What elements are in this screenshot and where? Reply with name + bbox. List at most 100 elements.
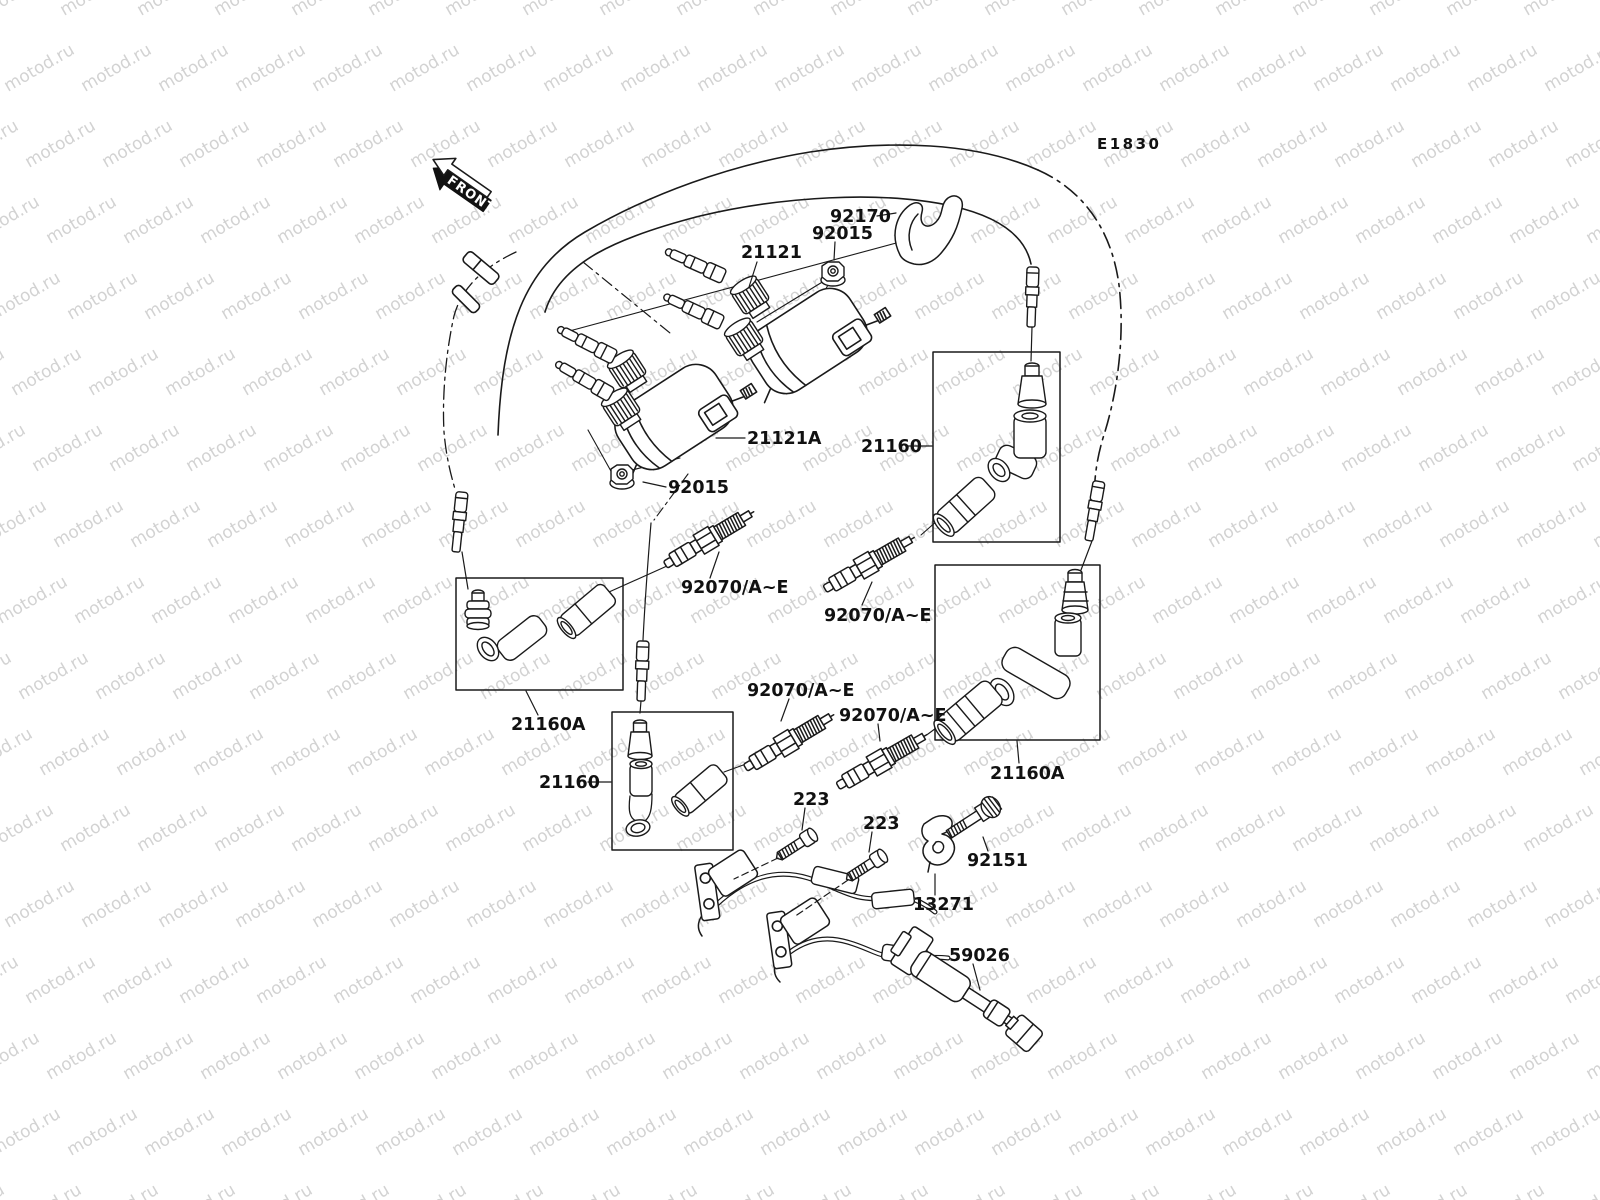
watermark-text: motod.ru bbox=[1436, 496, 1514, 552]
watermark-text: motod.ru bbox=[1191, 724, 1269, 780]
watermark-text: motod.ru bbox=[225, 572, 303, 628]
watermark-text: motod.ru bbox=[1338, 420, 1416, 476]
watermark-text: motod.ru bbox=[1324, 648, 1402, 704]
label-pickup-cable: 59026 bbox=[949, 946, 1010, 966]
watermark-text: motod.ru bbox=[1387, 40, 1465, 96]
watermark-text: motod.ru bbox=[1, 40, 79, 96]
watermark-text: motod.ru bbox=[1107, 420, 1185, 476]
clamp-bracket bbox=[921, 815, 956, 873]
watermark-text: motod.ru bbox=[1163, 344, 1241, 400]
watermark-text: motod.ru bbox=[365, 0, 443, 20]
watermark-text: motod.ru bbox=[246, 648, 324, 704]
watermark-text: motod.ru bbox=[1289, 0, 1367, 20]
watermark-text: motod.ru bbox=[1303, 572, 1381, 628]
label-nut-lower: 92015 bbox=[668, 478, 729, 498]
watermark-text: motod.ru bbox=[771, 40, 849, 96]
watermark-text: motod.ru bbox=[0, 724, 36, 780]
watermark-text: motod.ru bbox=[0, 572, 71, 628]
watermark-text: motod.ru bbox=[211, 800, 289, 856]
watermark-text: motod.ru bbox=[1443, 800, 1521, 856]
label-cap-box-right: 21160 bbox=[861, 437, 922, 457]
watermark-text: motod.ru bbox=[638, 116, 716, 172]
watermark-text: motod.ru bbox=[890, 1028, 968, 1084]
watermark-text: motod.ru bbox=[1219, 268, 1297, 324]
watermark-text: motod.ru bbox=[106, 420, 184, 476]
harness-loop bbox=[497, 144, 1122, 481]
watermark-text: motod.ru bbox=[0, 800, 57, 856]
watermark-text: motod.ru bbox=[1534, 572, 1600, 628]
watermark-text: motod.ru bbox=[435, 496, 513, 552]
watermark-text: motod.ru bbox=[1352, 1028, 1430, 1084]
watermark-text: motod.ru bbox=[470, 1180, 548, 1200]
watermark-text: motod.ru bbox=[57, 0, 135, 20]
watermark-text: motod.ru bbox=[288, 0, 366, 20]
watermark-text: motod.ru bbox=[1275, 192, 1353, 248]
label-nut-upper: 92015 bbox=[812, 224, 873, 244]
watermark-text: motod.ru bbox=[120, 192, 198, 248]
watermark-text: motod.ru bbox=[295, 1104, 373, 1160]
watermark-text: motod.ru bbox=[1373, 268, 1451, 324]
nut-upper bbox=[820, 261, 846, 287]
watermark-text: motod.ru bbox=[981, 0, 1059, 20]
watermark-text: motod.ru bbox=[1198, 1028, 1276, 1084]
watermark-text: motod.ru bbox=[1247, 648, 1325, 704]
watermark-text: motod.ru bbox=[1128, 496, 1206, 552]
watermark-text: motod.ru bbox=[1135, 0, 1213, 20]
watermark-text: motod.ru bbox=[526, 1104, 604, 1160]
watermark-text: motod.ru bbox=[1296, 268, 1374, 324]
watermark-text: motod.ru bbox=[673, 0, 751, 20]
watermark-text: motod.ru bbox=[1009, 1180, 1087, 1200]
watermark-text: motod.ru bbox=[1044, 1028, 1122, 1084]
watermark-text: motod.ru bbox=[1415, 420, 1493, 476]
watermark-text: motod.ru bbox=[204, 496, 282, 552]
watermark-text: motod.ru bbox=[92, 648, 170, 704]
watermark-text: motod.ru bbox=[484, 952, 562, 1008]
watermark-text: motod.ru bbox=[1296, 1104, 1374, 1160]
watermark-text: motod.ru bbox=[85, 344, 163, 400]
watermark-text: motod.ru bbox=[29, 420, 107, 476]
watermark-text: motod.ru bbox=[127, 496, 205, 552]
watermark-text: motod.ru bbox=[99, 116, 177, 172]
watermark-text: motod.ru bbox=[736, 1028, 814, 1084]
watermark-text: motod.ru bbox=[596, 0, 674, 20]
watermark-text: motod.ru bbox=[1331, 952, 1409, 1008]
watermark-text: motod.ru bbox=[162, 344, 240, 400]
watermark-text: motod.ru bbox=[1170, 648, 1248, 704]
watermark-text: motod.ru bbox=[64, 268, 142, 324]
watermark-text: motod.ru bbox=[1464, 40, 1542, 96]
watermark-text: motod.ru bbox=[274, 1028, 352, 1084]
watermark-text: motod.ru bbox=[372, 268, 450, 324]
watermark-text: motod.ru bbox=[589, 496, 667, 552]
watermark-text: motod.ru bbox=[1275, 1028, 1353, 1084]
watermark-text: motod.ru bbox=[22, 116, 100, 172]
watermark-text: motod.ru bbox=[386, 40, 464, 96]
watermark-text: motod.ru bbox=[1156, 876, 1234, 932]
watermark-text: motod.ru bbox=[337, 420, 415, 476]
watermark-text: motod.ru bbox=[554, 648, 632, 704]
label-cap-box-bottom: 21160 bbox=[539, 773, 600, 793]
watermark-text: motod.ru bbox=[694, 40, 772, 96]
watermark-text: motod.ru bbox=[519, 0, 597, 20]
watermark-text: motod.ru bbox=[1576, 724, 1600, 780]
watermark-text: motod.ru bbox=[0, 1104, 64, 1160]
watermark-text: motod.ru bbox=[1282, 496, 1360, 552]
knurled-screw bbox=[945, 795, 1003, 839]
watermark-text: motod.ru bbox=[1023, 116, 1101, 172]
watermark-text: motod.ru bbox=[1562, 952, 1600, 1008]
watermark-text: motod.ru bbox=[1366, 0, 1444, 20]
watermark-text: motod.ru bbox=[1471, 1180, 1549, 1200]
watermark-text: motod.ru bbox=[57, 800, 135, 856]
watermark-text: motod.ru bbox=[1457, 572, 1535, 628]
watermark-text: motod.ru bbox=[1527, 1104, 1600, 1160]
label-clamp-bracket: 13271 bbox=[913, 895, 974, 915]
watermark-text: motod.ru bbox=[1450, 268, 1528, 324]
watermark-text: motod.ru bbox=[267, 724, 345, 780]
watermark-text: motod.ru bbox=[925, 40, 1003, 96]
watermark-text: motod.ru bbox=[505, 192, 583, 248]
watermark-text: motod.ru bbox=[1121, 1028, 1199, 1084]
watermark-text: motod.ru bbox=[134, 800, 212, 856]
diagram-code: E1830 bbox=[1097, 135, 1162, 153]
watermark-text: motod.ru bbox=[78, 876, 156, 932]
watermark-text: motod.ru bbox=[582, 1028, 660, 1084]
